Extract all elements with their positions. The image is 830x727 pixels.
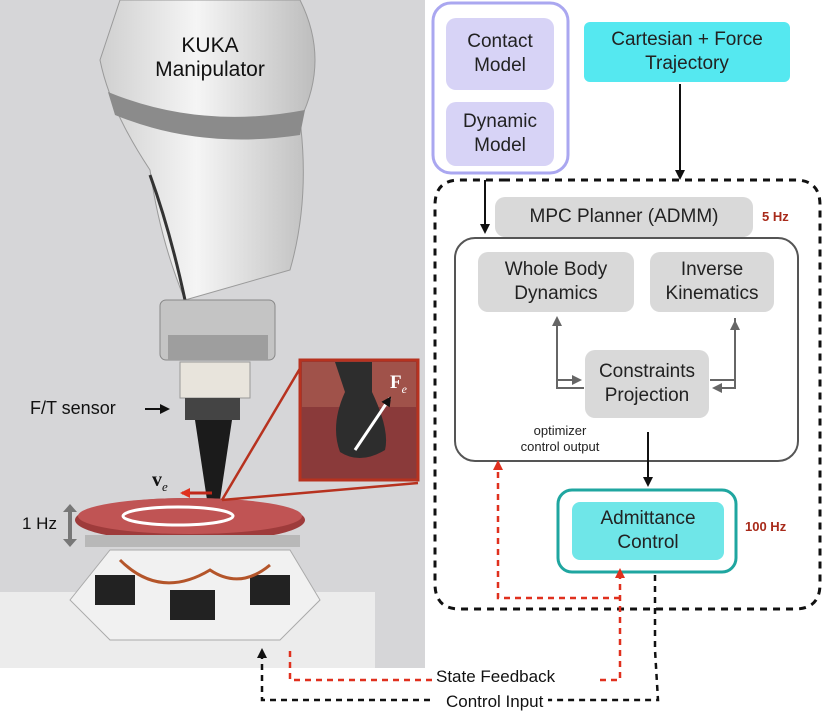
whole-body-dynamics-box: Whole Body Dynamics: [478, 252, 634, 312]
mpc-rate-label: 5 Hz: [762, 209, 789, 224]
constraints-to-ik-arrow: [710, 320, 740, 381]
ft-sensor: [179, 361, 251, 399]
control-input-arrow: [257, 648, 430, 702]
velocity-subscript: e: [162, 479, 168, 494]
ik-to-constraints-arrow: [712, 318, 736, 393]
control-output-line: [548, 575, 660, 702]
feedback-to-optimizer-arrow: [493, 460, 620, 600]
inverse-kinematics-box: Inverse Kinematics: [650, 252, 774, 312]
force-inset: [220, 358, 420, 502]
arm-flange-ring: [168, 335, 268, 360]
wires: [118, 558, 271, 585]
optimizer-output-label: optimizer control output: [520, 423, 600, 454]
control-input-label: Control Input: [446, 692, 544, 711]
admittance-control-box: Admittance Control: [572, 502, 724, 560]
constraints-to-wbd-arrow: [552, 316, 584, 389]
force-symbol: F: [390, 372, 402, 393]
servo-motor: [250, 575, 290, 605]
optimizer-group-border: [454, 237, 799, 462]
circular-trajectory: [121, 505, 235, 527]
force-subscript: e: [401, 381, 407, 396]
trajectory-box: Cartesian + Force Trajectory: [584, 22, 790, 82]
servo-motor: [95, 575, 135, 605]
arm-joint-ring: [108, 92, 305, 140]
state-feedback-label: State Feedback: [436, 667, 556, 686]
dynamic-model-box: Dynamic Model: [446, 102, 554, 166]
frequency-label: 1 Hz: [22, 514, 57, 533]
force-vector: [353, 396, 392, 451]
feedback-to-admittance-arrow: [600, 568, 625, 682]
sensor-label: F/T sensor: [30, 398, 116, 418]
kuka-arm: [99, 0, 316, 301]
velocity-label: ve: [152, 469, 168, 495]
admittance-rate-label: 100 Hz: [745, 519, 787, 534]
mpc-planner-box: MPC Planner (ADMM): [495, 197, 753, 237]
sensor-mount: [185, 398, 240, 420]
velocity-symbol: v: [152, 469, 162, 491]
arm-cable: [148, 174, 187, 301]
end-effector-tool: [195, 420, 232, 500]
contact-model-box: Contact Model: [446, 18, 554, 90]
constraints-projection-box: Constraints Projection: [585, 350, 709, 418]
robot-label: KUKA Manipulator: [155, 34, 265, 81]
force-label: Fe: [390, 372, 407, 397]
servo-motor: [170, 590, 215, 620]
feedback-from-robot-line: [288, 650, 432, 682]
contact-surface-top: [78, 498, 302, 534]
wbd-to-constraints-arrow: [556, 322, 582, 385]
robot-photo: [0, 0, 425, 668]
platform-plate: [85, 535, 300, 547]
